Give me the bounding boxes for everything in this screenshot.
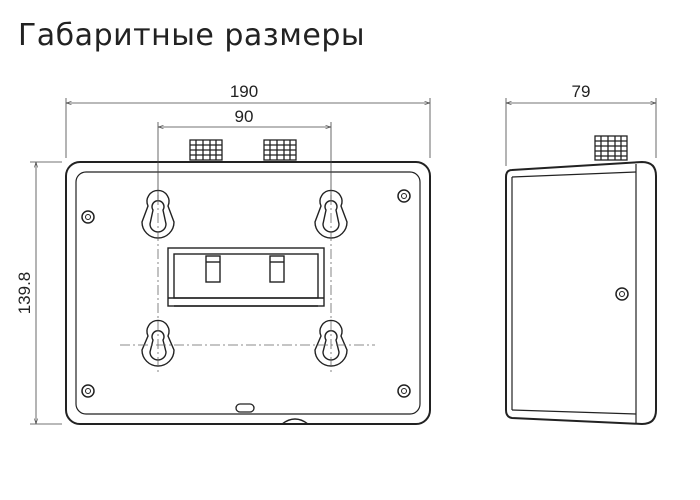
front-view <box>65 139 431 425</box>
connector-left <box>189 139 223 161</box>
dimension-front-height: 139.8 <box>15 272 34 315</box>
connector-right <box>263 139 297 161</box>
dimension-side-depth: 79 <box>572 82 591 101</box>
screw-icon <box>615 287 629 301</box>
center-bracket <box>167 247 325 307</box>
screw-icon <box>81 210 95 224</box>
page-title: Габаритные размеры <box>18 18 366 53</box>
screw-icon <box>81 384 95 398</box>
dimension-mount-spacing: 90 <box>235 107 254 126</box>
side-view <box>505 135 657 426</box>
front-housing-inner <box>75 171 421 415</box>
front-dimensions <box>30 98 431 425</box>
cable-outlet <box>281 418 309 425</box>
screw-icon <box>397 384 411 398</box>
bottom-slot <box>235 403 255 413</box>
connector-side <box>594 135 628 161</box>
screw-icon <box>397 189 411 203</box>
dimension-front-width: 190 <box>230 82 258 101</box>
side-housing <box>505 160 657 426</box>
side-dimensions <box>505 98 657 166</box>
